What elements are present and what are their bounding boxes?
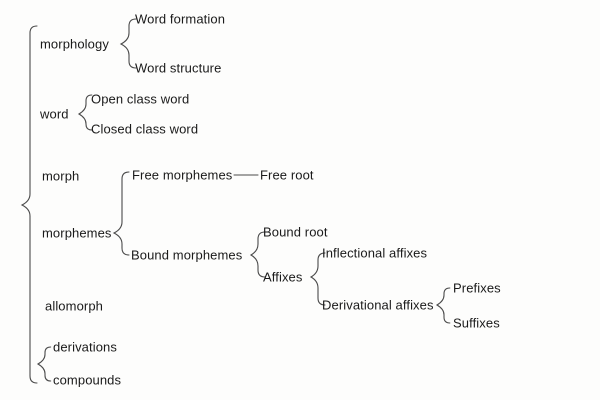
tree-node-closed-class-word: Closed class word — [91, 121, 199, 137]
connector-bottom-brace — [36, 346, 52, 382]
tree-node-derivations: derivations — [53, 339, 117, 355]
connector-morphemes-brace — [112, 171, 130, 256]
tree-node-word: word — [40, 106, 69, 122]
tree-node-allomorph: allomorph — [45, 298, 103, 314]
connector-derivational-affixes-brace — [435, 287, 451, 324]
tree-node-morphology: morphology — [40, 36, 109, 52]
tree-node-inflectional-affixes: Inflectional affixes — [322, 245, 428, 261]
tree-node-bound-root: Bound root — [263, 224, 328, 240]
tree-node-derivational-affixes: Derivational affixes — [322, 297, 434, 313]
tree-node-suffixes: Suffixes — [453, 315, 500, 331]
connector-root-brace — [20, 25, 38, 384]
connector-morphology-brace — [119, 18, 137, 69]
tree-node-morph: morph — [42, 168, 80, 184]
tree-node-bound-morphemes: Bound morphemes — [131, 247, 243, 263]
tree-node-word-structure: Word structure — [135, 60, 222, 76]
tree-node-word-formation: Word formation — [135, 11, 226, 27]
tree-node-morphemes: morphemes — [42, 225, 112, 241]
connector-word-brace — [77, 94, 93, 131]
tree-node-prefixes: Prefixes — [453, 280, 501, 296]
tree-node-compounds: compounds — [53, 372, 122, 388]
tree-node-affixes: Affixes — [263, 269, 303, 285]
tree-node-free-root: Free root — [260, 167, 314, 183]
tree-node-free-morphemes: Free morphemes — [132, 167, 233, 183]
tree-node-open-class-word: Open class word — [91, 91, 190, 107]
